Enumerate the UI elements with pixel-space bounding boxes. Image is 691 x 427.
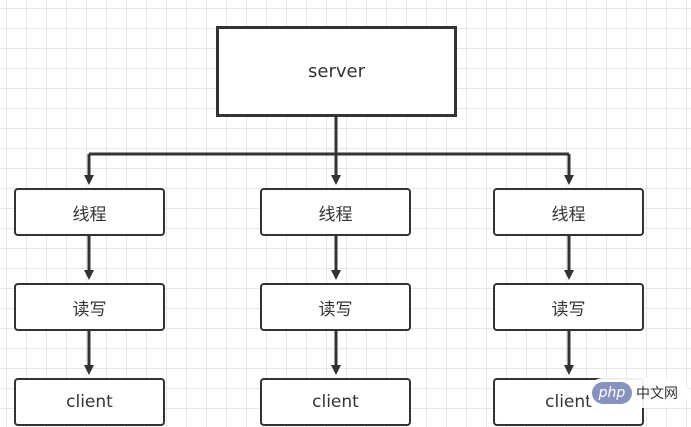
thread-node-label: 线程 [318, 204, 353, 225]
thread-node-1: 线程 [14, 188, 165, 236]
thread-node-2: 线程 [260, 188, 411, 236]
watermark-badge: php 中文网 [588, 378, 688, 408]
thread-node-label: 线程 [72, 204, 107, 225]
rw-node-label: 读写 [551, 299, 586, 320]
client-node-1: client [14, 378, 165, 426]
thread-node-3: 线程 [493, 188, 644, 236]
rw-node-label: 读写 [318, 299, 353, 320]
thread-node-label: 线程 [551, 204, 586, 225]
client-node-label: client [66, 392, 113, 412]
rw-node-2: 读写 [260, 283, 411, 331]
client-node-label: client [312, 392, 359, 412]
client-node-label: client [545, 392, 592, 412]
rw-node-label: 读写 [72, 299, 107, 320]
server-node-label: server [308, 61, 365, 82]
watermark-site-label: 中文网 [636, 386, 678, 402]
server-node: server [216, 26, 457, 117]
rw-node-1: 读写 [14, 283, 165, 331]
php-logo-icon: php [592, 382, 632, 404]
rw-node-3: 读写 [493, 283, 644, 331]
client-node-2: client [260, 378, 411, 426]
